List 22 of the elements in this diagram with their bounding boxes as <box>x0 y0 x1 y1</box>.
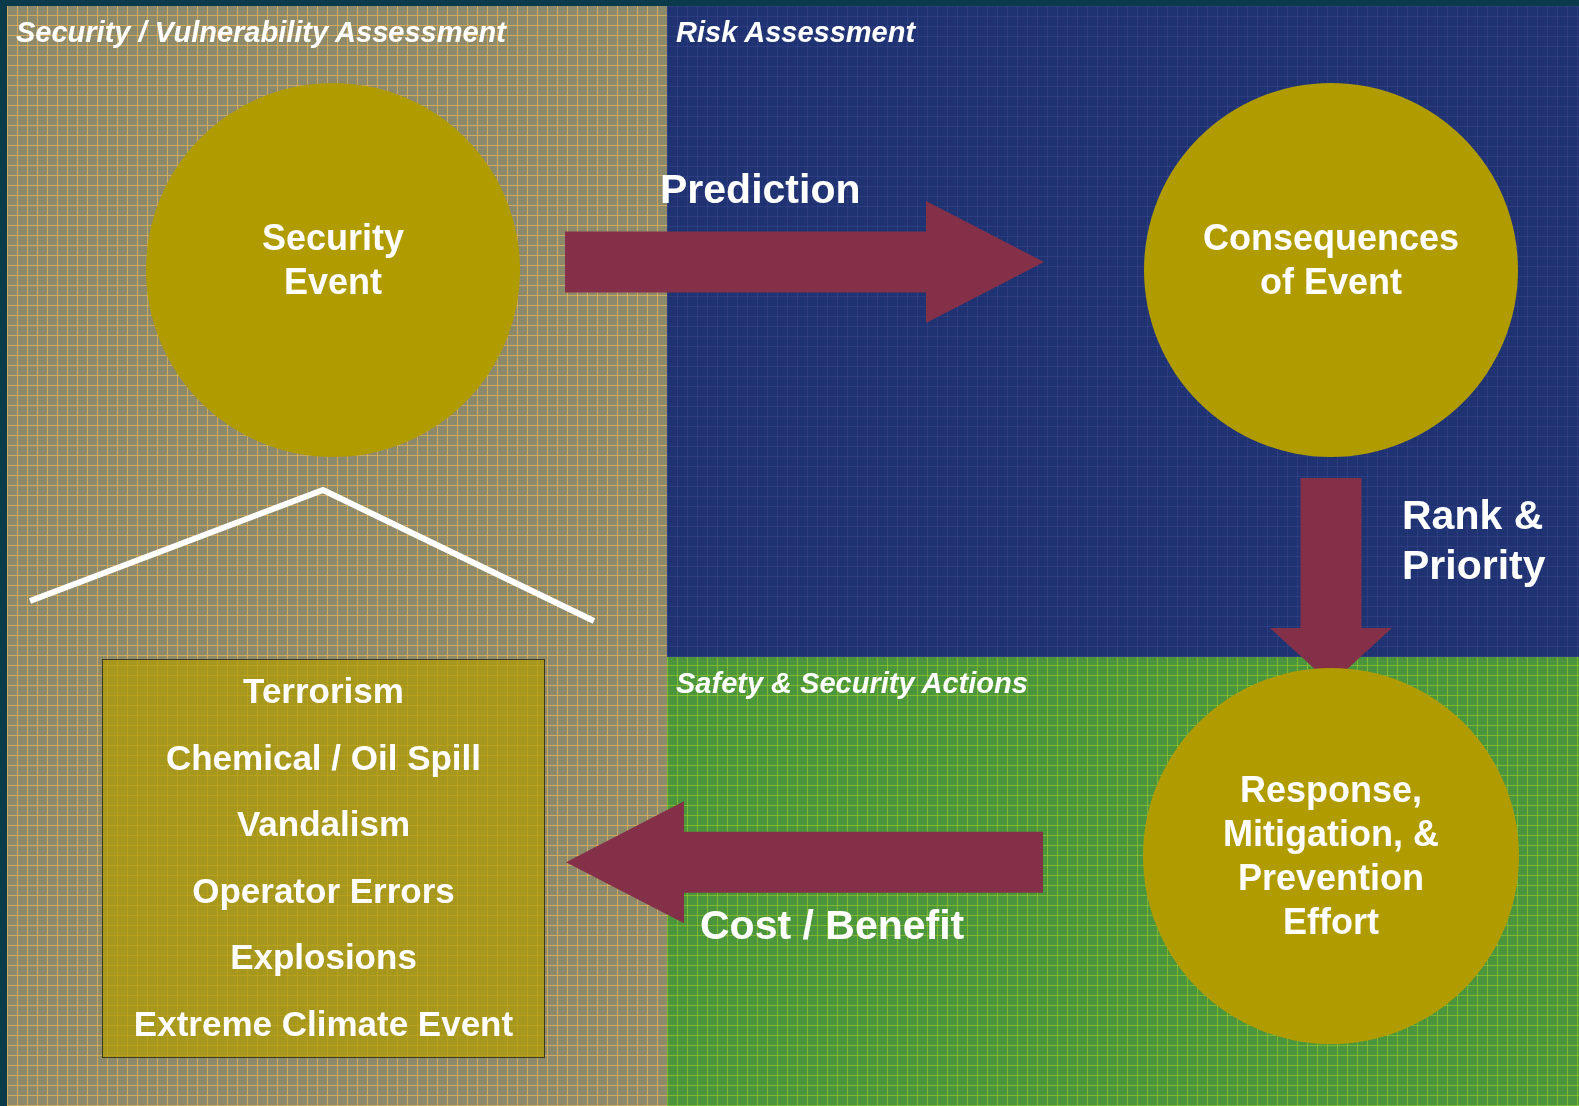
block-arrow <box>565 201 1044 323</box>
list-item: Vandalism <box>236 803 411 846</box>
section-title: Safety & Security Actions <box>676 667 1028 700</box>
circle-label: Response, Mitigation, & Prevention Effort <box>1222 768 1440 944</box>
edge-label: Prediction <box>660 165 862 214</box>
event-circle <box>1143 668 1519 1044</box>
section-panel <box>667 657 1579 1106</box>
list-item: Operator Errors <box>192 869 455 912</box>
edge-label: Rank & Priority <box>1402 491 1547 590</box>
event-circle <box>146 83 520 457</box>
circle-label: Consequences of Event <box>1201 216 1461 304</box>
list-item: Chemical / Oil Spill <box>165 736 482 779</box>
section-title: Security / Vulnerability Assessment <box>16 16 506 49</box>
edge-label: Cost / Benefit <box>700 901 966 950</box>
section-title: Risk Assessment <box>676 16 916 49</box>
list-item: Terrorism <box>243 670 404 712</box>
list-item: Explosions <box>230 936 417 979</box>
list-item: Extreme Climate Event <box>133 1002 514 1045</box>
block-arrow <box>566 801 1043 924</box>
event-circle <box>1144 83 1518 457</box>
circle-label: Security Event <box>260 216 406 304</box>
event-list-box <box>102 659 545 1058</box>
